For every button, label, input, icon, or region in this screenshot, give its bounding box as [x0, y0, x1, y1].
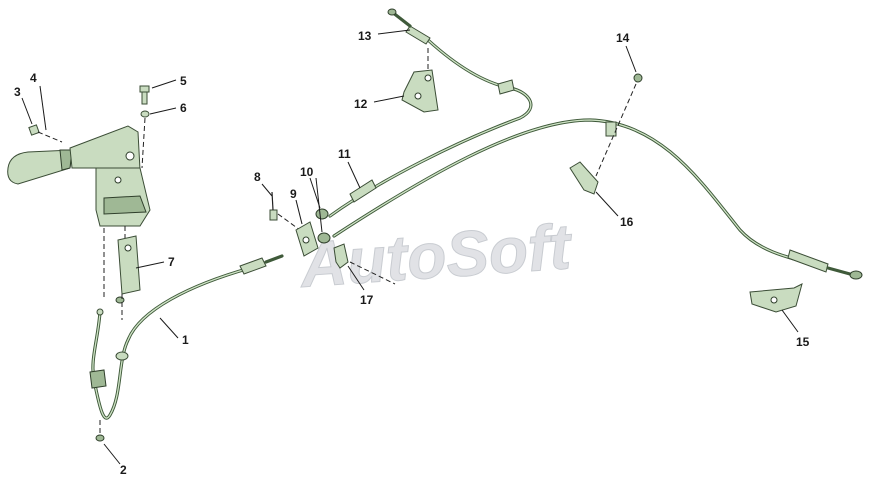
bracket-15 — [749, 283, 803, 313]
svg-text:14: 14 — [616, 31, 630, 45]
svg-text:4: 4 — [30, 71, 37, 85]
callout-17: 17 — [347, 265, 374, 307]
front-cable-1 — [89, 254, 284, 420]
rear-cable-left-11 — [328, 38, 533, 218]
callout-9: 9 — [290, 187, 303, 225]
callout-8: 8 — [254, 170, 273, 197]
callout-12: 12 — [354, 95, 405, 111]
callout-7: 7 — [135, 255, 175, 269]
rear-cable-right — [332, 118, 863, 280]
svg-text:7: 7 — [168, 255, 175, 269]
bracket-16 — [569, 161, 599, 195]
svg-text:12: 12 — [354, 97, 368, 111]
svg-text:13: 13 — [358, 29, 372, 43]
bracket-12 — [401, 69, 439, 113]
cable-end-13 — [387, 8, 431, 45]
washer-6 — [140, 110, 150, 118]
callout-5: 5 — [151, 74, 187, 89]
svg-text:15: 15 — [796, 335, 810, 349]
svg-text:3: 3 — [14, 85, 21, 99]
svg-text:17: 17 — [360, 293, 374, 307]
callout-15: 15 — [781, 309, 810, 349]
bolt-5 — [139, 85, 150, 105]
callout-2: 2 — [103, 443, 127, 477]
svg-text:11: 11 — [338, 147, 351, 161]
svg-text:6: 6 — [180, 101, 187, 115]
nuts-10 — [315, 208, 331, 244]
svg-text:9: 9 — [290, 187, 297, 201]
handbrake-lever — [7, 125, 151, 227]
svg-text:10: 10 — [300, 165, 314, 179]
callout-13: 13 — [358, 29, 411, 43]
nut-2 — [95, 434, 105, 442]
svg-text:5: 5 — [180, 74, 187, 88]
svg-text:8: 8 — [254, 170, 261, 184]
bolt-8 — [269, 191, 278, 221]
callout-10: 10 — [300, 165, 323, 233]
svg-text:16: 16 — [620, 215, 634, 229]
callout-6: 6 — [149, 101, 187, 115]
svg-text:2: 2 — [120, 463, 127, 477]
bracket-7 — [115, 235, 141, 304]
svg-text:1: 1 — [182, 333, 189, 347]
callout-4: 4 — [30, 71, 47, 131]
callout-14: 14 — [616, 31, 637, 73]
bolt-3 — [28, 124, 40, 136]
equalizer-9 — [295, 221, 319, 257]
callout-1: 1 — [159, 317, 189, 347]
nut-14 — [633, 73, 643, 83]
callout-16: 16 — [595, 191, 634, 229]
clip-17 — [333, 243, 349, 269]
callout-11: 11 — [338, 147, 361, 189]
callout-3: 3 — [14, 85, 33, 125]
